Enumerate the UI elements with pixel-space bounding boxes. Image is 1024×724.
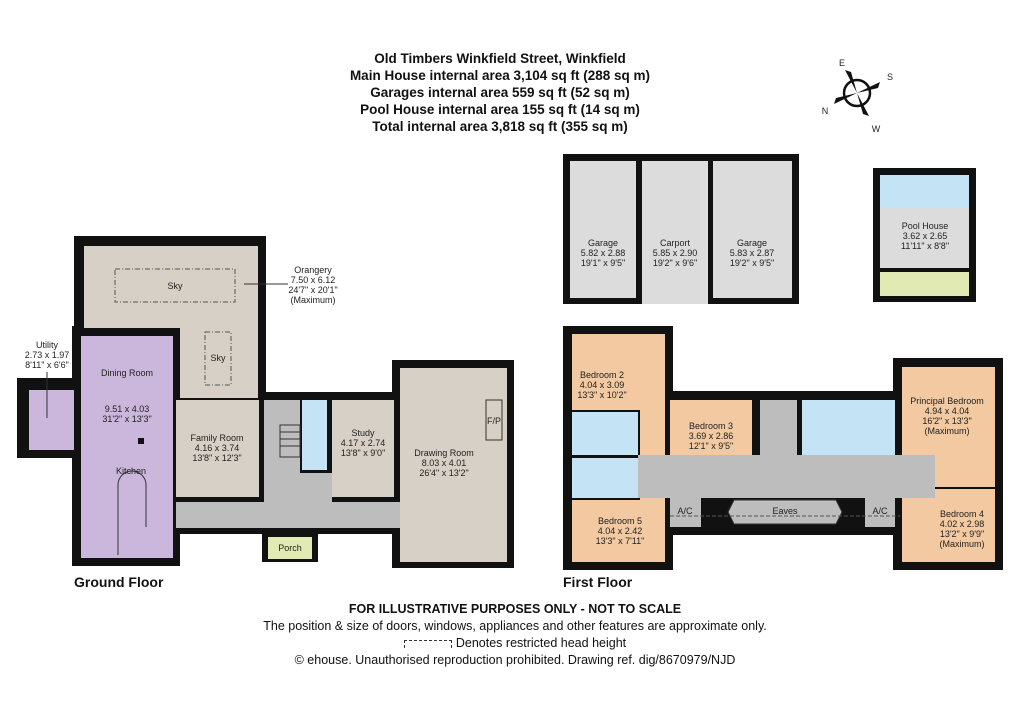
room-wc — [302, 400, 327, 470]
ground-floor-plan: Sky Sky Orangery 7.50 x 6.12 24'7" x 20'… — [17, 236, 514, 590]
bed2-name: Bedroom 2 — [580, 370, 624, 380]
carport-dims-ft: 19'2" x 9'6" — [653, 258, 697, 268]
property-header: Old Timbers Winkfield Street, Winkfield … — [290, 50, 710, 135]
orangery-dims-m: 7.50 x 6.12 — [291, 275, 336, 285]
bed2-dims-ft: 13'3" x 10'2" — [577, 390, 626, 400]
bed3-name: Bedroom 3 — [689, 421, 733, 431]
principal-dims-m: 4.94 x 4.04 — [925, 406, 970, 416]
dining-name: Dining Room — [101, 368, 153, 378]
porch-label: Porch — [278, 543, 302, 553]
area-line: Total internal area 3,818 sq ft (355 sq … — [372, 119, 628, 134]
compass-e: E — [839, 58, 845, 68]
bed4-dims-m: 4.02 x 2.98 — [940, 519, 985, 529]
room-utility — [29, 390, 74, 450]
study-name: Study — [351, 428, 375, 438]
sky-label: Sky — [167, 281, 183, 291]
garages: Garage 5.82 x 2.88 19'1" x 9'5" Carport … — [563, 154, 799, 304]
bed5-dims-ft: 13'3" x 7'11" — [596, 536, 645, 546]
area-line: Pool House internal area 155 sq ft (14 s… — [360, 102, 640, 117]
area-line: Garages internal area 559 sq ft (52 sq m… — [370, 85, 630, 100]
bed5-name: Bedroom 5 — [598, 516, 642, 526]
compass-s: S — [887, 72, 893, 82]
principal-dims-ft: 16'2" x 13'3" — [922, 416, 971, 426]
principal-note: (Maximum) — [925, 426, 970, 436]
restricted-height-legend-icon — [403, 639, 452, 648]
bed3-dims-ft: 12'1" x 9'5" — [689, 441, 733, 451]
bed4-dims-ft: 13'2" x 9'9" — [940, 529, 984, 539]
drawing-dims-m: 8.03 x 4.01 — [422, 458, 467, 468]
principal-name: Principal Bedroom — [910, 396, 984, 406]
utility-dims-m: 2.73 x 1.97 — [25, 350, 70, 360]
fireplace-label: F/P — [487, 416, 501, 426]
study-dims-m: 4.17 x 2.74 — [341, 438, 386, 448]
first-floor-plan: Bedroom 2 4.04 x 3.09 13'3" x 10'2" Bedr… — [563, 326, 1003, 590]
pool-house: Pool House 3.62 x 2.65 11'11" x 8'8" — [873, 168, 976, 302]
copyright: © ehouse. Unauthorised reproduction proh… — [294, 653, 736, 667]
property-title: Old Timbers Winkfield Street, Winkfield — [374, 51, 626, 66]
room-orangery — [84, 246, 258, 328]
approximation-note: The position & size of doors, windows, a… — [263, 619, 767, 633]
area-line: Main House internal area 3,104 sq ft (28… — [349, 68, 651, 83]
family-dims-ft: 13'8" x 12'3" — [192, 453, 241, 463]
utility-name: Utility — [36, 340, 58, 350]
disclaimer: FOR ILLUSTRATIVE PURPOSES ONLY - NOT TO … — [348, 602, 682, 616]
ac-label: A/C — [677, 506, 693, 516]
legend: Denotes restricted head height — [150, 635, 880, 652]
garage1-name: Garage — [588, 238, 618, 248]
bed5-dims-m: 4.04 x 2.42 — [598, 526, 643, 536]
kitchen-name: Kitchen — [116, 466, 146, 476]
garage2-dims-m: 5.83 x 2.87 — [730, 248, 775, 258]
carport-name: Carport — [660, 238, 691, 248]
first-floor-label: First Floor — [563, 574, 633, 590]
room-study — [332, 400, 394, 497]
garage2-dims-ft: 19'2" x 9'5" — [730, 258, 774, 268]
garage1-dims-ft: 19'1" x 9'5" — [581, 258, 625, 268]
sky-label: Sky — [210, 353, 226, 363]
drawing-dims-ft: 26'4" x 13'2" — [419, 468, 468, 478]
compass-n: N — [822, 106, 829, 116]
room-dining-kitchen — [81, 336, 173, 558]
ground-floor-label: Ground Floor — [74, 574, 164, 590]
bed2-dims-m: 4.04 x 3.09 — [580, 380, 625, 390]
bed4-name: Bedroom 4 — [940, 509, 984, 519]
bed4-note: (Maximum) — [940, 539, 985, 549]
carport-dims-m: 5.85 x 2.90 — [653, 248, 698, 258]
pool-name: Pool House — [902, 221, 949, 231]
garage1-dims-m: 5.82 x 2.88 — [581, 248, 626, 258]
footer: FOR ILLUSTRATIVE PURPOSES ONLY - NOT TO … — [150, 601, 880, 669]
eaves-label: Eaves — [772, 506, 798, 516]
bed3-dims-m: 3.69 x 2.86 — [689, 431, 734, 441]
ac-label: A/C — [872, 506, 888, 516]
landing — [638, 455, 935, 498]
utility-dims-ft: 8'11" x 6'6" — [25, 360, 69, 370]
dining-dims-ft: 31'2" x 13'3" — [102, 414, 151, 424]
hallway — [176, 502, 400, 528]
drawing-name: Drawing Room — [414, 448, 474, 458]
room-family — [176, 400, 259, 497]
pool-dims-m: 3.62 x 2.65 — [903, 231, 948, 241]
porch — [268, 537, 312, 559]
orangery-dims-ft: 24'7" x 20'1" — [288, 285, 337, 295]
garage2-name: Garage — [737, 238, 767, 248]
orangery-note: (Maximum) — [291, 295, 336, 305]
family-name: Family Room — [190, 433, 243, 443]
dining-dims-m: 9.51 x 4.03 — [105, 404, 150, 414]
orangery-name: Orangery — [294, 265, 332, 275]
study-dims-ft: 13'8" x 9'0" — [341, 448, 385, 458]
legend-text: Denotes restricted head height — [455, 636, 627, 650]
family-dims-m: 4.16 x 3.74 — [195, 443, 240, 453]
compass-icon: E S W N — [822, 58, 893, 134]
compass-w: W — [872, 124, 881, 134]
pool-dims-ft: 11'11" x 8'8" — [901, 241, 949, 251]
